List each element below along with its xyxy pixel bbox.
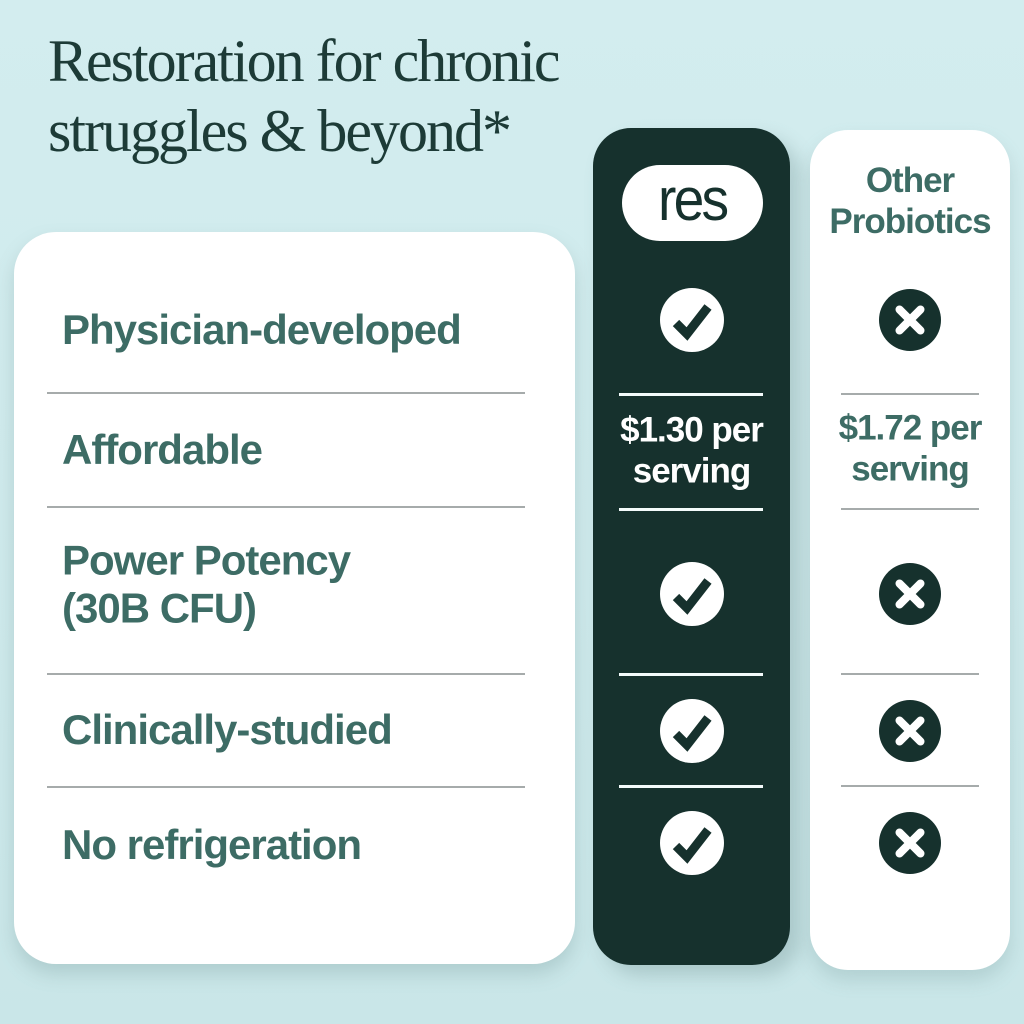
brand-column-res: res $1.30 per serving [593,128,790,965]
page-title: Restoration for chronic struggles & beyo… [48,28,560,165]
cross-icon [879,563,941,630]
other-probiotics-column: Other Probiotics $1.72 per serving [810,130,1010,970]
divider [619,785,763,788]
divider [619,508,763,511]
divider [47,392,525,394]
divider [841,785,979,787]
feature-label-no-refrigeration: No refrigeration [62,820,362,868]
divider [47,506,525,508]
divider [841,393,979,395]
feature-label-clinically-studied: Clinically-studied [62,705,393,753]
divider [841,673,979,675]
feature-label-physician-developed: Physician-developed [62,305,462,353]
check-icon [660,562,724,631]
check-icon [660,288,724,357]
res-price: $1.30 per serving [620,410,764,490]
divider [47,673,525,675]
check-icon [660,811,724,880]
cross-icon [879,289,941,356]
cross-icon [879,812,941,879]
divider [841,508,979,510]
res-logo-text: res [658,166,729,233]
cross-icon [879,700,941,767]
other-price: $1.72 per serving [838,408,983,488]
feature-label-affordable: Affordable [62,425,263,473]
divider [619,393,763,396]
res-logo: res [622,165,763,241]
divider [47,786,525,788]
features-card: Physician-developed Affordable Power Pot… [14,232,575,964]
divider [619,673,763,676]
other-column-header: Other Probiotics [829,161,991,241]
check-icon [660,699,724,768]
feature-label-power-potency: Power Potency (30B CFU) [62,536,351,632]
